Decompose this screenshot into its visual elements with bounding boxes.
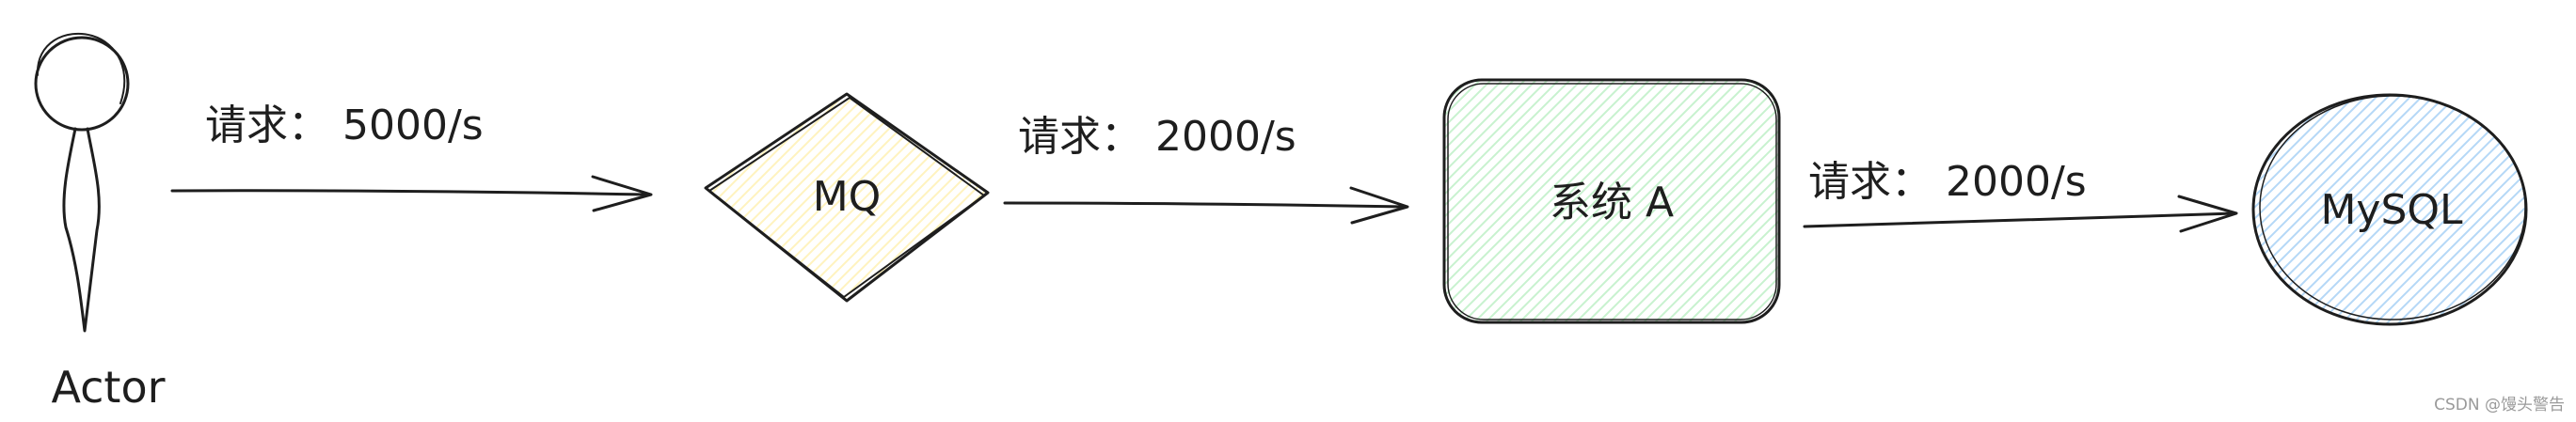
actor-head bbox=[34, 32, 130, 132]
arrow-label-actor-mq: 请求： 5000/s bbox=[205, 102, 484, 149]
system-a-label: 系统 A bbox=[1550, 179, 1674, 227]
watermark-text: CSDN @馒头警告 bbox=[2434, 396, 2565, 414]
arrow-label-mq-system: 请求： 2000/s bbox=[1018, 113, 1296, 161]
system-a-node: 系统 A bbox=[1442, 78, 1781, 324]
arrow-mq-to-system: 请求： 2000/s bbox=[1003, 113, 1409, 225]
mysql-node: MySQL bbox=[2251, 93, 2528, 326]
arrow-system-to-mysql: 请求： 2000/s bbox=[1803, 158, 2238, 233]
actor-label: Actor bbox=[51, 362, 165, 413]
mq-label: MQ bbox=[813, 173, 882, 221]
arrow-label-system-mysql: 请求： 2000/s bbox=[1808, 158, 2087, 206]
mysql-label: MySQL bbox=[2320, 186, 2463, 234]
actor-body bbox=[62, 127, 101, 333]
actor: Actor bbox=[34, 32, 166, 413]
arrow-actor-to-mq: 请求： 5000/s bbox=[170, 102, 653, 212]
